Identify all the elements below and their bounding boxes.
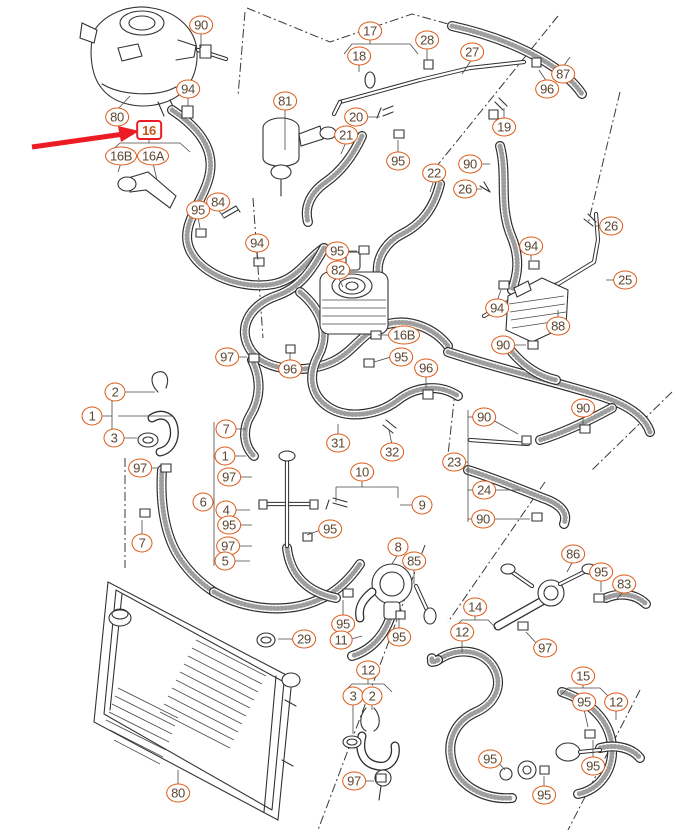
callout-9[interactable]: 9	[411, 495, 433, 515]
callout-82[interactable]: 82	[326, 260, 350, 280]
callout-95[interactable]: 95	[478, 749, 502, 769]
callout-12[interactable]: 12	[604, 692, 628, 712]
callout-97[interactable]: 97	[533, 638, 557, 658]
hoses	[156, 21, 655, 804]
callout-1[interactable]: 1	[214, 446, 236, 466]
callout-2[interactable]: 2	[361, 686, 383, 706]
callout-90[interactable]: 90	[472, 407, 496, 427]
highlight-arrow	[31, 126, 139, 150]
callout-15[interactable]: 15	[571, 666, 595, 686]
valve-81	[262, 117, 337, 197]
callout-97[interactable]: 97	[128, 458, 152, 478]
callout-16b[interactable]: 16B	[105, 146, 137, 166]
callout-1[interactable]: 1	[81, 406, 103, 426]
callout-96[interactable]: 96	[414, 358, 438, 378]
callout-95[interactable]: 95	[217, 515, 241, 535]
callout-83[interactable]: 83	[612, 574, 636, 594]
callout-95[interactable]: 95	[186, 200, 210, 220]
callout-90[interactable]: 90	[571, 398, 595, 418]
callout-16b[interactable]: 16B	[388, 325, 420, 345]
t-pipe-group	[278, 450, 296, 549]
callout-21[interactable]: 21	[334, 125, 358, 145]
callout-81[interactable]: 81	[273, 91, 297, 111]
callout-95[interactable]: 95	[386, 151, 410, 171]
callout-20[interactable]: 20	[344, 107, 368, 127]
callout-96[interactable]: 96	[278, 359, 302, 379]
callout-87[interactable]: 87	[551, 64, 575, 84]
callout-18[interactable]: 18	[347, 46, 371, 66]
callout-16[interactable]: 16	[136, 120, 162, 140]
small-parts	[117, 71, 597, 648]
callout-90[interactable]: 90	[458, 154, 482, 174]
callout-8[interactable]: 8	[387, 537, 409, 557]
callout-95[interactable]: 95	[581, 756, 605, 776]
callout-94[interactable]: 94	[176, 79, 200, 99]
callout-90[interactable]: 90	[491, 335, 515, 355]
oil-cooler-82	[319, 251, 389, 335]
callout-14[interactable]: 14	[463, 597, 487, 617]
elbow-group-left	[137, 371, 179, 457]
callout-28[interactable]: 28	[415, 30, 439, 50]
callout-31[interactable]: 31	[326, 433, 350, 453]
callout-16a[interactable]: 16A	[137, 146, 169, 166]
callout-84[interactable]: 84	[206, 192, 230, 212]
callout-97[interactable]: 97	[215, 347, 239, 367]
hose-clamps	[139, 44, 605, 783]
callout-29[interactable]: 29	[292, 629, 316, 649]
callout-88[interactable]: 88	[546, 316, 570, 336]
callout-23[interactable]: 23	[442, 452, 466, 472]
callout-26[interactable]: 26	[453, 179, 477, 199]
callout-94[interactable]: 94	[245, 233, 269, 253]
callout-7[interactable]: 7	[215, 419, 237, 439]
callout-85[interactable]: 85	[402, 551, 426, 571]
thermostat-86	[493, 563, 597, 631]
inline-fittings-15	[499, 742, 603, 781]
callout-12[interactable]: 12	[450, 622, 474, 642]
callout-3[interactable]: 3	[342, 686, 364, 706]
callout-27[interactable]: 27	[460, 42, 484, 62]
pump-8	[355, 563, 437, 625]
callout-19[interactable]: 19	[492, 117, 516, 137]
callout-94[interactable]: 94	[519, 236, 543, 256]
callout-90[interactable]: 90	[471, 509, 495, 529]
callout-26[interactable]: 26	[599, 216, 623, 236]
section-boundary-lines	[124, 7, 673, 831]
callout-2[interactable]: 2	[104, 382, 126, 402]
callout-3[interactable]: 3	[103, 428, 125, 448]
callout-95[interactable]: 95	[331, 614, 355, 634]
callout-95[interactable]: 95	[532, 785, 556, 805]
callout-24[interactable]: 24	[472, 480, 496, 500]
callout-6[interactable]: 6	[192, 492, 214, 512]
callout-10[interactable]: 10	[350, 462, 374, 482]
callout-80[interactable]: 80	[166, 783, 190, 803]
radiator	[93, 581, 301, 821]
callout-94[interactable]: 94	[485, 298, 509, 318]
callout-32[interactable]: 32	[380, 442, 404, 462]
callout-95[interactable]: 95	[325, 241, 349, 261]
callout-12[interactable]: 12	[356, 660, 380, 680]
callout-90[interactable]: 90	[189, 15, 213, 35]
callout-86[interactable]: 86	[561, 544, 585, 564]
callout-25[interactable]: 25	[613, 270, 637, 290]
callout-80[interactable]: 80	[105, 107, 129, 127]
callout-7[interactable]: 7	[131, 533, 153, 553]
callout-95[interactable]: 95	[572, 692, 596, 712]
callout-97[interactable]: 97	[217, 467, 241, 487]
leader-lines	[116, 32, 625, 788]
callout-97[interactable]: 97	[342, 771, 366, 791]
callout-17[interactable]: 17	[358, 21, 382, 41]
callout-11[interactable]: 11	[329, 630, 353, 650]
callout-95[interactable]: 95	[318, 519, 342, 539]
callout-5[interactable]: 5	[214, 551, 236, 571]
callout-95[interactable]: 95	[589, 562, 613, 582]
callout-96[interactable]: 96	[535, 79, 559, 99]
callout-22[interactable]: 22	[422, 163, 446, 183]
callout-95[interactable]: 95	[389, 347, 413, 367]
callout-95[interactable]: 95	[387, 627, 411, 647]
